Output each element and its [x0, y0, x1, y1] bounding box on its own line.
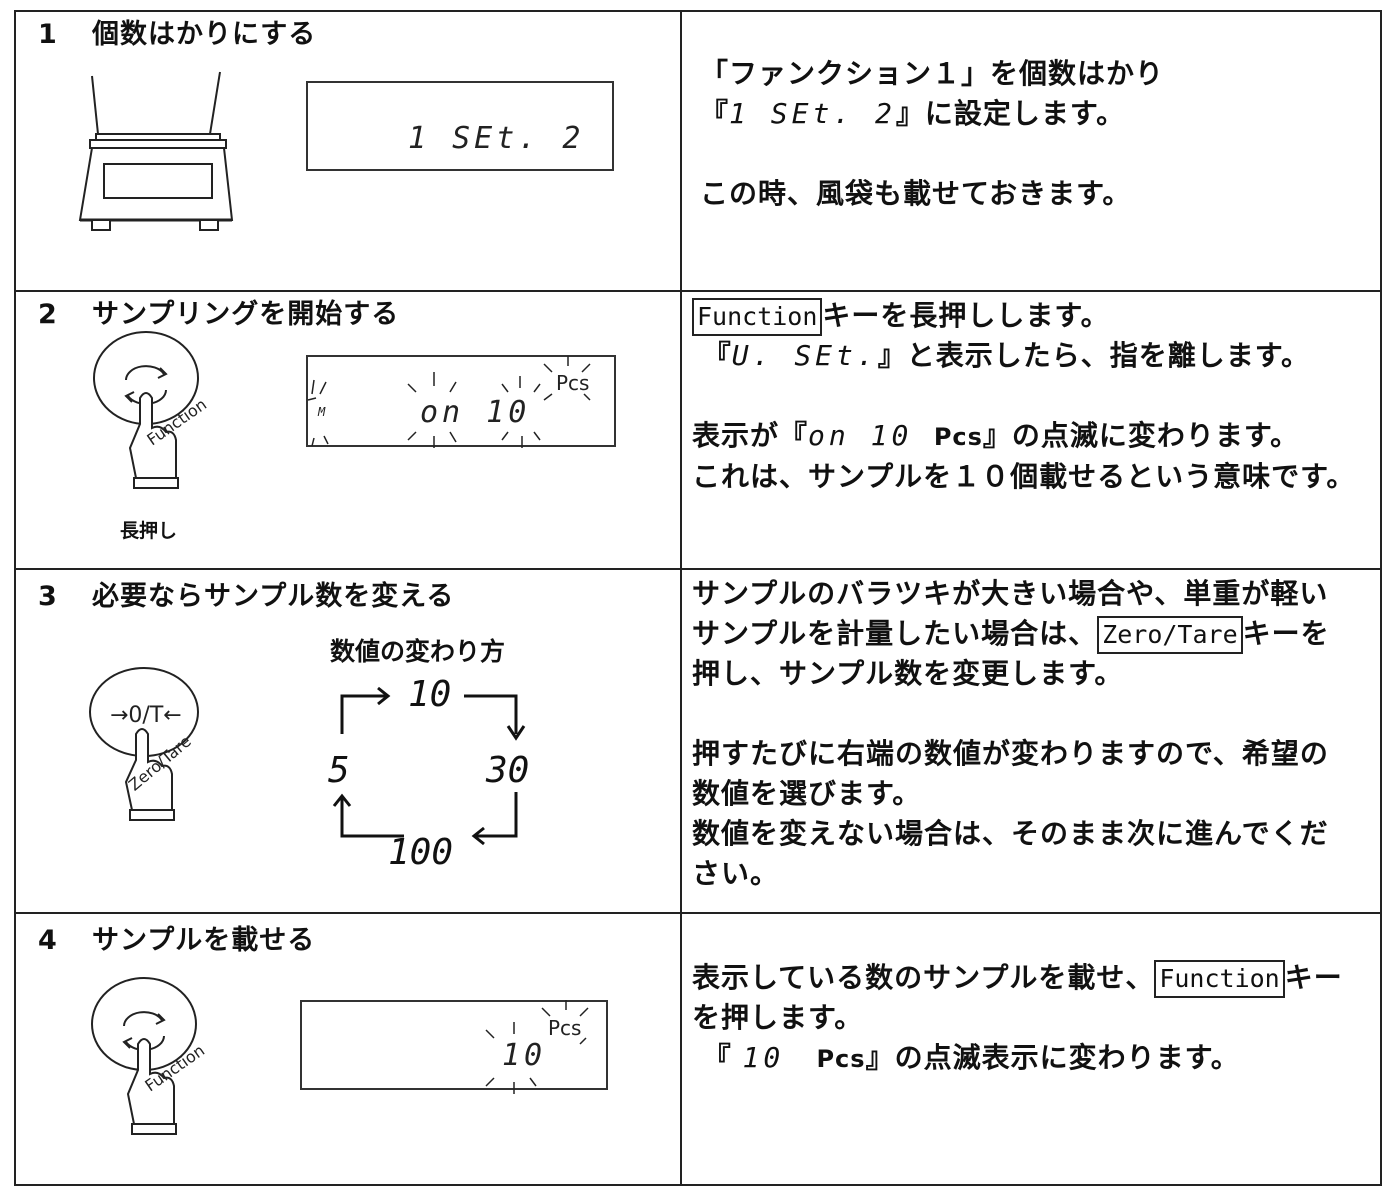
desc-text: 』と表示したら、指を離します。: [877, 339, 1310, 372]
desc-line: を押します。: [692, 1001, 864, 1034]
desc-text: キー: [1284, 961, 1343, 994]
desc-text: サンプルを計量したい場合は、: [692, 617, 1098, 650]
desc-line: さい。: [692, 857, 780, 890]
lcd-display: 1 SEt. 2: [306, 81, 614, 171]
step-1-description: 「ファンクション１」を個数はかり 『1 SEt. 2』に設定します。 この時、風…: [700, 54, 1164, 214]
function-key-label: Function: [1154, 960, 1285, 998]
function-button-press-icon: Function: [93, 331, 210, 489]
display-code: U. SEt.: [731, 339, 878, 372]
desc-line: 「ファンクション１」を個数はかり: [700, 57, 1165, 90]
function-button-press-icon: Function: [91, 977, 208, 1135]
row-divider: [16, 568, 1380, 570]
step-title: 必要ならサンプル数を変える: [92, 581, 455, 612]
lcd-unit: Pcs: [556, 371, 590, 395]
step-4-heading: 4 サンプルを載せる: [38, 918, 315, 957]
lcd-readout: 10: [502, 1038, 547, 1073]
row-divider: [16, 290, 1380, 292]
lcd-readout: on 10: [420, 395, 531, 430]
lcd-unit: Pcs: [548, 1016, 582, 1040]
desc-text: 表示している数のサンプルを載せ、: [692, 961, 1155, 994]
step-3-description: サンプルのバラツキが大きい場合や、単重が軽い サンプルを計量したい場合は、Zer…: [692, 574, 1330, 894]
display-code: on 10: [808, 419, 913, 452]
step-number: 1: [38, 19, 58, 50]
step-title: 個数はかりにする: [92, 19, 317, 50]
sequence-value: 30: [486, 750, 530, 791]
step-number: 3: [38, 581, 58, 612]
desc-line: 押し、サンプル数を変更します。: [692, 657, 1124, 690]
desc-line: 押すたびに右端の数値が変わりますので、希望の: [692, 737, 1329, 770]
spacer: [700, 134, 1164, 174]
display-code: 10: [742, 1041, 785, 1074]
lcd-m-indicator: M: [318, 405, 326, 419]
desc-text: キーを: [1242, 617, 1330, 650]
desc-line: この時、風袋も載せておきます。: [700, 177, 1132, 210]
display-code: 1 SEt. 2: [729, 97, 896, 130]
desc-line: 『 10 Pcs』の点滅表示に変わります。: [692, 1041, 1240, 1074]
column-divider: [680, 12, 682, 1184]
sequence-value: 100: [388, 832, 454, 873]
scale-icon: [78, 71, 234, 231]
desc-text: 』に設定します。: [895, 97, 1126, 130]
desc-line: サンプルのバラツキが大きい場合や、単重が軽い: [692, 577, 1329, 610]
lcd-readout: 1 SEt. 2: [408, 121, 585, 156]
desc-line: 数値を選びます。: [692, 777, 922, 810]
desc-line: 『1 SEt. 2』に設定します。: [700, 97, 1126, 130]
unit-label: Pcs: [816, 1045, 866, 1073]
unit-label: Pcs: [933, 423, 983, 451]
instruction-table: [14, 10, 1382, 1186]
step-3-heading: 3 必要ならサンプル数を変える: [38, 574, 454, 613]
press-caption: 長押し: [120, 520, 178, 542]
lcd-display: 10 Pcs: [300, 1000, 608, 1090]
desc-text: 』の点滅に変わります。: [982, 419, 1300, 452]
sequence-arrows: [332, 686, 526, 846]
spacer: [692, 694, 1330, 734]
blink-marks: [485, 1000, 589, 1094]
desc-line: これは、サンプルを１０個載せるという意味です。: [692, 460, 1356, 493]
zero-tare-key-label: Zero/Tare: [1097, 616, 1243, 654]
sequence-title: 数値の変わり方: [330, 637, 506, 666]
step-number: 4: [38, 925, 58, 956]
step-1-heading: 1 個数はかりにする: [38, 12, 316, 51]
desc-line: 『U. SEt.』と表示したら、指を離します。: [692, 339, 1310, 372]
button-symbol: →0/T←: [110, 703, 182, 728]
step-2-heading: 2 サンプリングを開始する: [38, 292, 399, 331]
zero-tare-button-press-icon: →0/T← Zero/Tare: [89, 667, 199, 821]
spacer: [692, 376, 1355, 416]
desc-text: 』の点滅表示に変わります。: [865, 1041, 1240, 1074]
sequence-value: 5: [328, 750, 350, 791]
sequence-value: 10: [408, 674, 452, 715]
row-divider: [16, 912, 1380, 914]
desc-line: 数値を変えない場合は、そのまま次に進んでくだ: [692, 817, 1329, 850]
step-number: 2: [38, 299, 58, 330]
blink-marks: [307, 356, 591, 448]
step-title: サンプルを載せる: [92, 925, 316, 956]
desc-line: 表示が『on 10 Pcs』の点滅に変わります。: [692, 416, 1355, 457]
lcd-display: M on 10 Pcs: [306, 355, 616, 447]
desc-text: キーを長押しします。: [822, 299, 1110, 332]
function-key-label: Function: [692, 298, 823, 336]
step-title: サンプリングを開始する: [92, 299, 400, 330]
desc-text: 表示が『: [692, 419, 809, 452]
